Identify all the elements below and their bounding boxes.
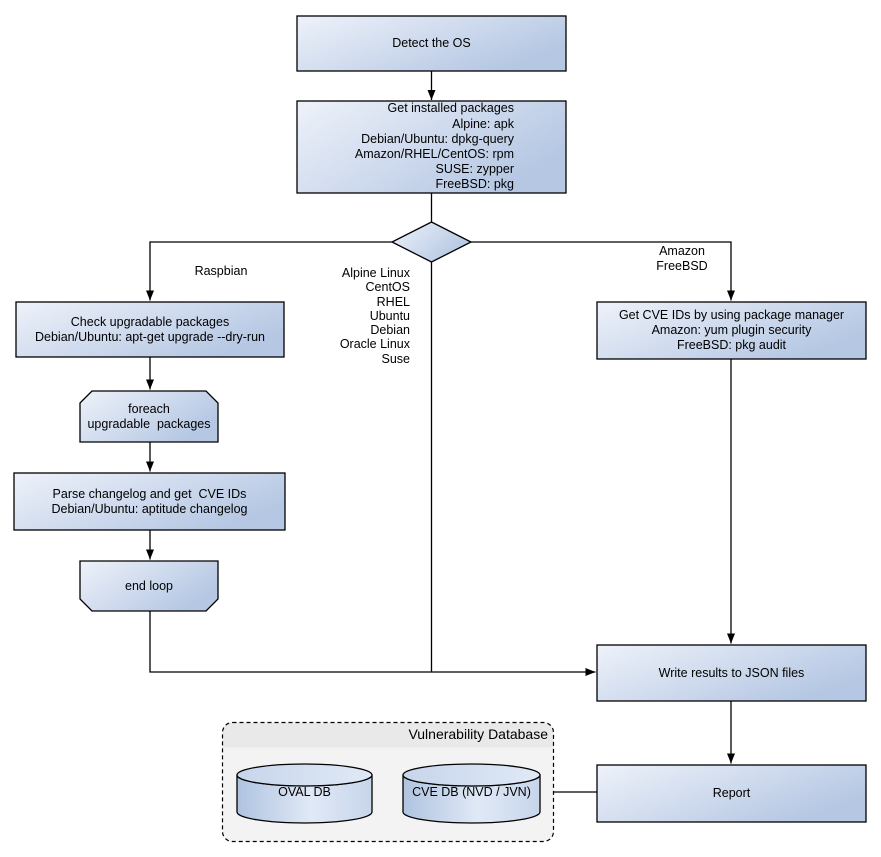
get-cve-ids-node [596, 301, 867, 360]
database-cylinders [236, 763, 541, 824]
end-loop-node [79, 560, 219, 612]
cve-db-cylinder-top [402, 763, 541, 787]
write-results-node [596, 644, 867, 702]
oval-db-cylinder-top [236, 763, 373, 787]
parse-changelog-node [13, 472, 286, 531]
edges [146, 71, 735, 793]
edge-endloop-to-write-results [149, 611, 596, 676]
detect-os-node [296, 15, 567, 72]
get-installed-packages-node [296, 100, 567, 194]
report-node [596, 764, 867, 823]
vulnerability-database-title-strip [222, 722, 554, 748]
edge-decision-to-get-cve [471, 241, 735, 301]
os-decision-diamond [390, 221, 473, 263]
edge-decision-to-check-upgradable [146, 241, 392, 301]
nodes [13, 15, 867, 823]
vulnerability-database-border [221, 721, 555, 843]
foreach-loop-node [79, 390, 219, 443]
check-upgradable-node [15, 301, 285, 358]
